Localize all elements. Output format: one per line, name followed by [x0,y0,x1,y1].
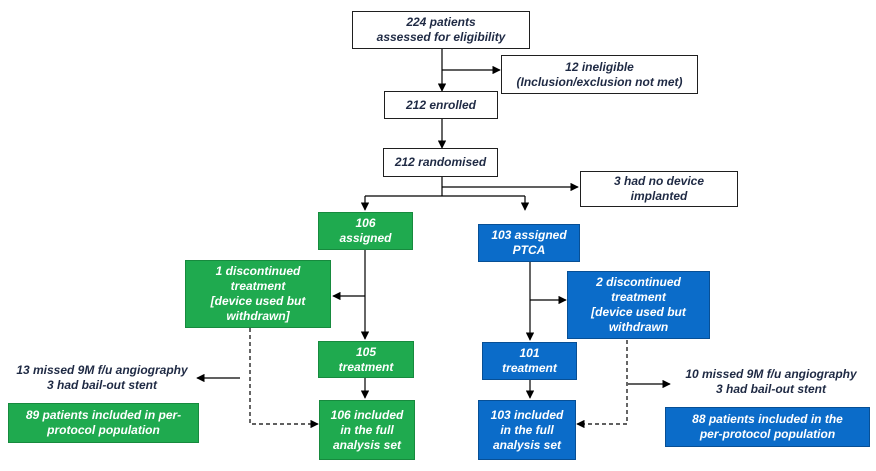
assessed-line2: assessed for eligibility [376,30,506,44]
left-per-protocol-line1: 89 patients included in per- [25,408,182,422]
left-treatment-box: 105 treatment [318,341,414,378]
left-assigned-line1: 106 [355,216,376,230]
right-per-protocol-line2: per-protocol population [699,427,836,441]
left-discontinued-line1: 1 discontinued [215,264,301,278]
assessed-line1: 224 patients [406,15,476,29]
left-discontinued-line2: treatment [230,279,286,293]
left-missed-line1: 13 missed 9M f/u angiography [16,363,188,377]
dashed-left-discontinued-to-analysis [249,328,319,429]
left-assigned-line2: assigned [339,231,392,245]
ineligible-line2: (Inclusion/exclusion not met) [516,74,683,89]
right-discontinued-line2: treatment [611,290,666,304]
right-treatment-box: 101 treatment [482,342,577,380]
right-full-analysis-line2: in the full [500,422,554,437]
right-assigned-line2: PTCA [512,243,546,257]
right-per-protocol-box: 88 patients included in the per-protocol… [665,407,870,447]
right-full-analysis-line3: analysis set [492,437,562,452]
randomised-text: 212 randomised [394,155,487,169]
right-missed-text: 10 missed 9M f/u angiography 3 had bail-… [672,367,870,397]
dashed-right-discontinued-to-analysis [576,340,628,429]
randomised-box: 212 randomised [383,148,498,177]
right-discontinued-line1: 2 discontinued [596,275,681,289]
right-missed-line1: 10 missed 9M f/u angiography [685,367,857,381]
right-full-analysis-box: 103 included in the full analysis set [478,400,576,460]
right-full-analysis-line1: 103 included [490,407,564,422]
right-per-protocol-line1: 88 patients included in the [692,412,843,426]
left-missed-line2: 3 had bail-out stent [46,378,157,392]
right-treatment-line1: 101 [519,346,540,360]
left-missed-text: 13 missed 9M f/u angiography 3 had bail-… [6,363,198,393]
left-full-analysis-line1: 106 included [330,407,404,422]
ineligible-box: 12 ineligible (Inclusion/exclusion not m… [501,55,698,94]
assessed-box: 224 patients assessed for eligibility [352,11,530,49]
left-full-analysis-box: 106 included in the full analysis set [319,400,415,460]
left-discontinued-box: 1 discontinued treatment [device used bu… [185,260,331,328]
right-discontinued-line4: withdrawn [608,320,669,334]
left-treatment-line1: 105 [355,344,377,359]
right-assigned-line1: 103 assigned [491,228,567,242]
no-device-box: 3 had no device implanted [580,171,738,207]
left-assigned-box: 106 assigned [318,212,413,250]
left-treatment-line2: treatment [338,359,394,374]
enrolled-text: 212 enrolled [405,97,477,112]
left-per-protocol-line2: protocol population [47,423,160,437]
no-device-line1: 3 had no device [613,174,705,188]
no-device-line2: implanted [630,189,688,203]
left-discontinued-line4: withdrawn] [226,309,290,323]
right-discontinued-line3: [device used but [591,305,686,319]
left-per-protocol-box: 89 patients included in per- protocol po… [8,403,199,443]
left-full-analysis-line2: in the full [340,422,394,437]
left-discontinued-line3: [device used but [210,294,306,308]
enrolled-box: 212 enrolled [384,91,498,119]
right-discontinued-box: 2 discontinued treatment [device used bu… [567,271,710,339]
right-assigned-box: 103 assigned PTCA [478,224,580,262]
right-missed-line2: 3 had bail-out stent [715,382,826,396]
ineligible-line1: 12 ineligible [565,59,634,74]
left-full-analysis-line3: analysis set [332,437,402,452]
right-treatment-line2: treatment [502,361,557,375]
